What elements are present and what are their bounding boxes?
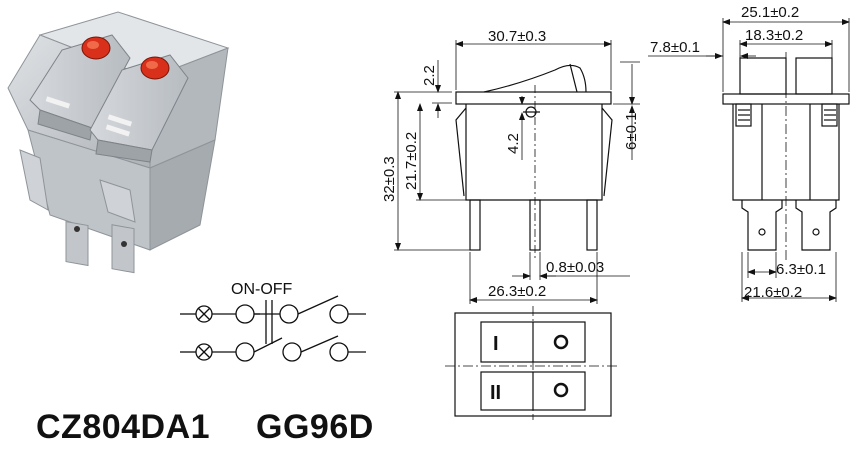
model-number: CZ804DA1 <box>36 408 211 446</box>
dim-side-offset: 7.8±0.1 <box>650 39 700 56</box>
front-view-dimensions <box>394 40 640 304</box>
product-title: CZ804DA1 GG96D <box>36 408 374 447</box>
product-photo <box>7 11 230 274</box>
side-view-dimensions <box>648 18 850 302</box>
dim-pivot-offset: 4.2 <box>505 133 522 154</box>
dim-actuator-height: 2.2 <box>421 65 438 86</box>
dim-overall-height: 32±0.3 <box>381 156 398 202</box>
dim-clip-height: 6±0.1 <box>623 113 640 150</box>
product-code: GG96D <box>256 408 374 446</box>
schematic-label: ON-OFF <box>231 281 293 298</box>
dim-side-terminal-width: 6.3±0.1 <box>776 261 826 278</box>
dim-side-overall-width: 25.1±0.2 <box>741 4 799 21</box>
dim-terminal-span: 26.3±0.2 <box>488 283 546 300</box>
switch2-on-symbol: II <box>490 382 501 404</box>
dim-side-terminal-span: 21.6±0.2 <box>744 284 802 301</box>
dim-top-width: 30.7±0.3 <box>488 28 546 45</box>
dim-side-inner-width: 18.3±0.2 <box>745 27 803 44</box>
dim-body-height: 21.7±0.2 <box>403 132 420 190</box>
front-view <box>455 63 613 260</box>
side-view <box>722 52 850 262</box>
dim-terminal-thickness: 0.8±0.03 <box>546 259 604 276</box>
switch1-on-symbol: I <box>493 333 499 355</box>
top-view <box>445 306 620 420</box>
wiring-schematic <box>180 295 366 362</box>
